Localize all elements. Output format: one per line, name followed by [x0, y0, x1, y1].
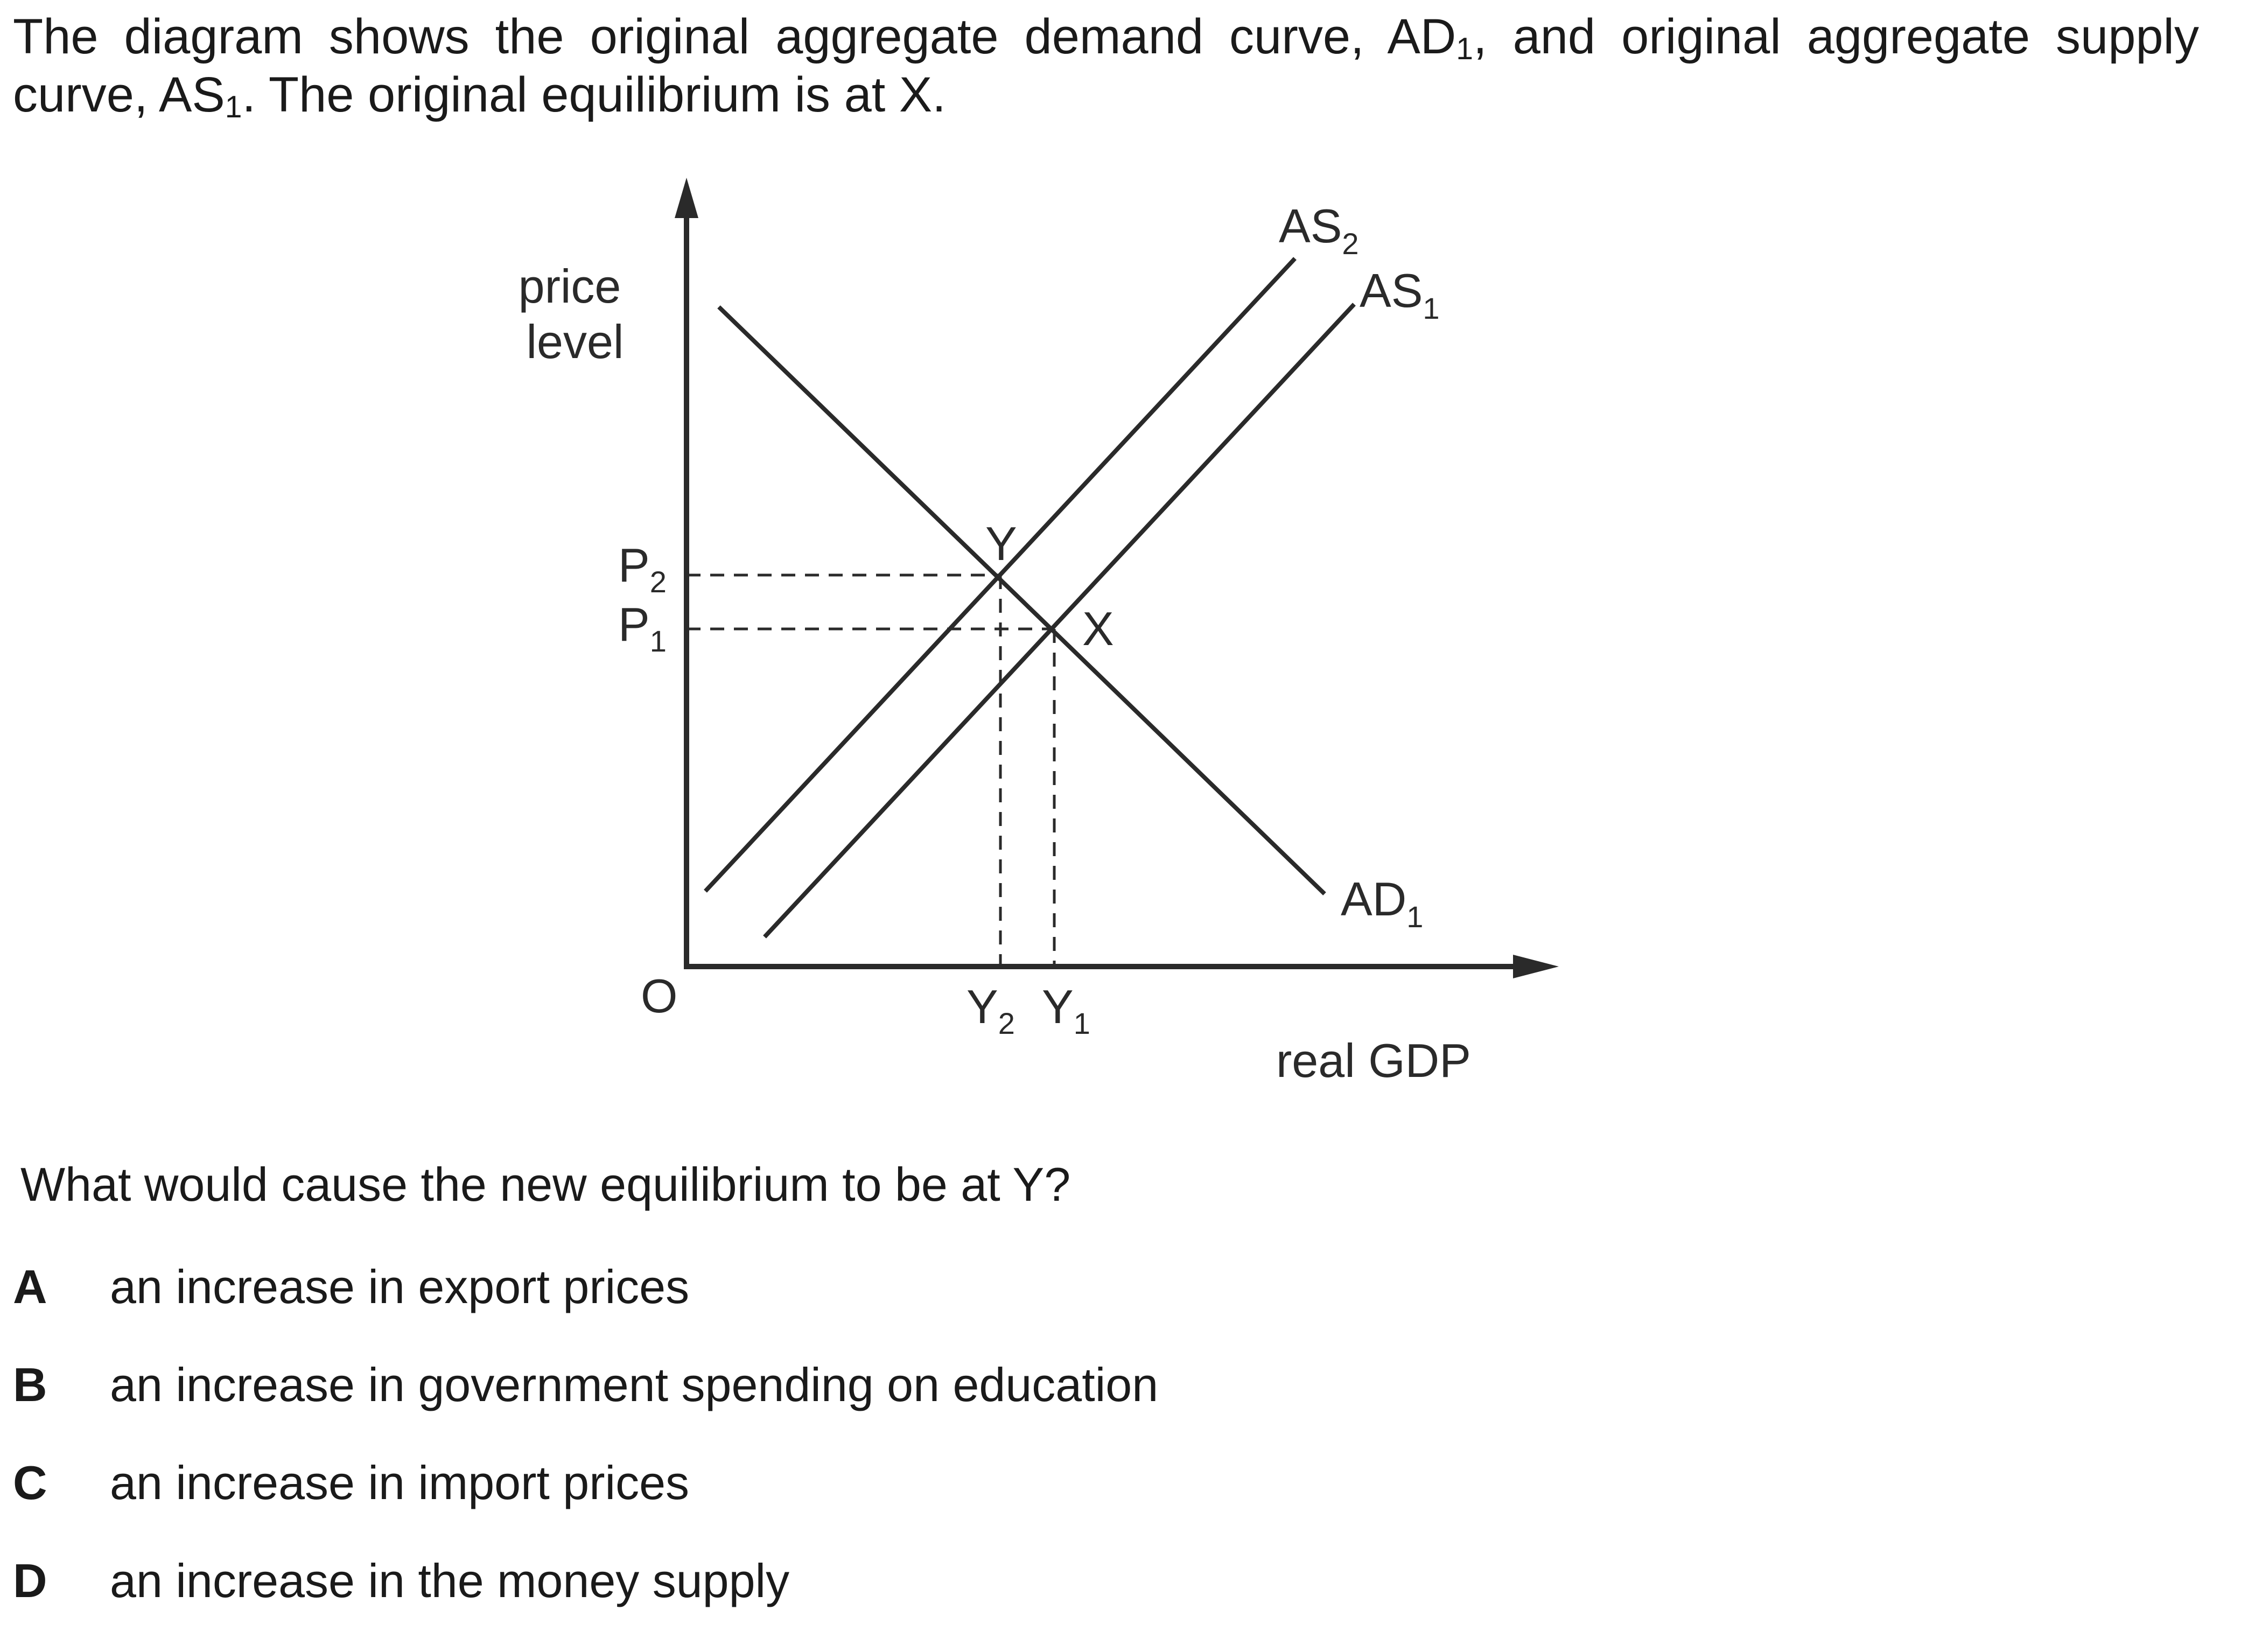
p2-label-subscript: 2	[650, 565, 667, 599]
p1-label-base: P	[618, 598, 650, 651]
as2-label-subscript: 2	[1342, 227, 1358, 261]
y-axis-arrowhead	[675, 178, 698, 218]
as1-label-subscript: 1	[1423, 291, 1439, 325]
ad1-label-base: AD	[1341, 872, 1406, 926]
origin-label: O	[641, 969, 677, 1023]
question-intro: The diagram shows the original aggregate…	[13, 8, 2199, 124]
p2-label-base: P	[618, 538, 650, 592]
option-d-letter: D	[13, 1554, 47, 1607]
p2-label: P2	[618, 538, 667, 599]
x-axis-label: real GDP	[1276, 1034, 1471, 1087]
intro-text-2: , and original aggregate supply curve, A…	[13, 9, 2199, 122]
p1-label: P1	[618, 598, 667, 658]
ad-as-diagram: price level real GDP O AS2 AS1 AD1 Y X P…	[519, 178, 1559, 1087]
intro-text-3: . The original equilibrium is at X.	[242, 67, 946, 122]
x-axis-arrowhead	[1513, 955, 1559, 978]
intro-subscript-1: 1	[1456, 32, 1474, 67]
option-c-letter: C	[13, 1456, 47, 1509]
as1-label: AS1	[1360, 264, 1440, 325]
y2-label-base: Y	[967, 980, 998, 1033]
option-a-letter: A	[13, 1260, 47, 1313]
as2-label: AS2	[1279, 199, 1359, 261]
ad1-curve	[717, 305, 1326, 895]
as2-label-base: AS	[1279, 199, 1342, 253]
as1-label-base: AS	[1360, 264, 1423, 317]
ad1-label: AD1	[1341, 872, 1423, 934]
y1-label-subscript: 1	[1074, 1006, 1090, 1040]
y2-label-subscript: 2	[998, 1006, 1015, 1040]
point-x-label: X	[1082, 602, 1114, 655]
question-text: What would cause the new equilibrium to …	[20, 1158, 1071, 1211]
option-d-text: an increase in the money supply	[110, 1554, 790, 1607]
p1-label-subscript: 1	[650, 624, 667, 658]
option-a-text: an increase in export prices	[110, 1260, 690, 1313]
y2-label: Y2	[967, 980, 1015, 1040]
as1-curve	[763, 303, 1356, 939]
y-axis-label-line2: level	[527, 315, 624, 368]
option-b-text: an increase in government spending on ed…	[110, 1358, 1159, 1411]
intro-subscript-2: 1	[225, 90, 242, 125]
y-axis-label-line1: price	[519, 260, 621, 313]
y1-label-base: Y	[1042, 980, 1074, 1033]
point-y-label: Y	[985, 517, 1017, 570]
option-c-text: an increase in import prices	[110, 1456, 690, 1509]
option-b-letter: B	[13, 1358, 47, 1411]
y1-label: Y1	[1042, 980, 1090, 1040]
ad1-label-subscript: 1	[1406, 900, 1423, 934]
intro-text-1: The diagram shows the original aggregate…	[13, 9, 1456, 64]
